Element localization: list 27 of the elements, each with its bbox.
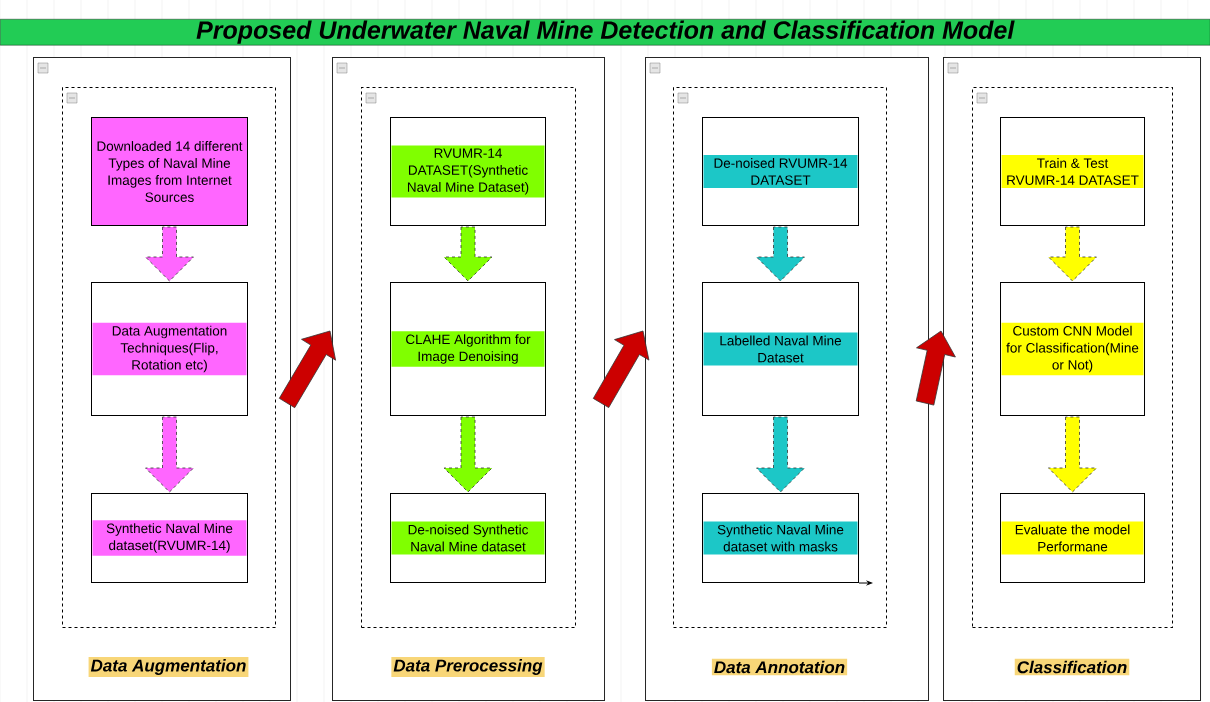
process-box: Train & Test RVUMR-14 DATASET — [1000, 117, 1145, 226]
process-box: Evaluate the model Performane — [1000, 493, 1145, 583]
block-arrow — [915, 330, 956, 406]
block-arrow — [756, 226, 805, 282]
process-box: Synthetic Naval Mine dataset(RVUMR-14) — [91, 493, 248, 583]
block-arrow — [592, 330, 650, 408]
process-box: RVUMR-14 DATASET(Synthetic Naval Mine Dataset) — [390, 117, 546, 226]
block-arrow — [443, 226, 493, 282]
process-box: Synthetic Naval Mine dataset with masks — [702, 493, 859, 583]
arrow — [858, 581, 873, 585]
process-box: De-noised RVUMR-14 DATASET — [702, 117, 859, 226]
process-box: Labelled Naval Mine Dataset — [702, 282, 859, 416]
block-arrow — [443, 416, 493, 493]
block-arrow — [278, 330, 336, 409]
title-banner: Proposed Underwater Naval Mine Detection and Classification Model — [0, 19, 1210, 46]
block-arrow — [1048, 226, 1097, 282]
block-arrow — [145, 416, 194, 493]
process-box: Downloaded 14 different Types of Naval Mine Images from Internet Sources — [91, 117, 248, 226]
block-arrow — [1048, 416, 1097, 493]
stage-label: Data Augmentation — [88, 657, 249, 677]
process-box: Data Augmentation Techniques(Flip, Rotation etc) — [91, 282, 248, 416]
process-box: CLAHE Algorithm for Image Denoising — [390, 282, 546, 416]
stage-label: Data Prerocessing — [391, 657, 545, 677]
process-box: De-noised Synthetic Naval Mine dataset — [390, 493, 546, 583]
block-arrow — [145, 226, 194, 282]
block-arrow — [756, 416, 805, 493]
process-box: Custom CNN Model for Classification(Mine or Not) — [1000, 282, 1145, 416]
